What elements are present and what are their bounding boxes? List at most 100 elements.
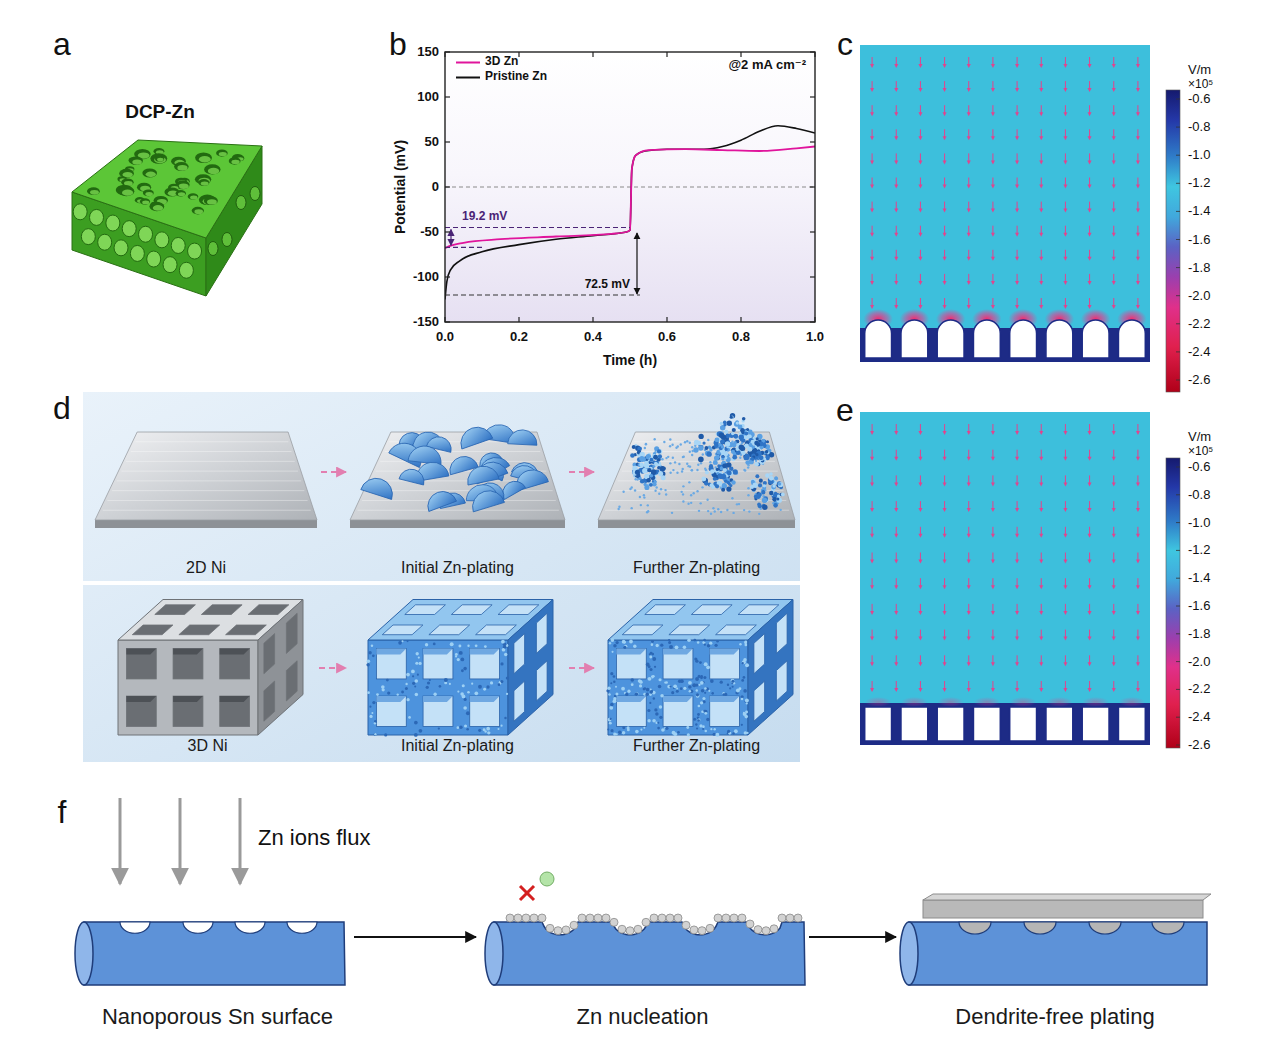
- field-arrow-head: [918, 482, 922, 486]
- field-arrow-head: [991, 585, 995, 589]
- zero-line: [445, 187, 815, 188]
- zinc-grain: [762, 498, 767, 503]
- zinc-grain: [610, 672, 613, 675]
- colorbar-unit: V/m: [1188, 430, 1211, 445]
- field-arrow: [1089, 105, 1090, 113]
- field-arrow-head: [870, 611, 874, 615]
- zinc-grain: [415, 662, 418, 665]
- colorbar-tick: -1.8: [1188, 260, 1210, 275]
- zinc-grain: [765, 450, 769, 454]
- zinc-grain: [647, 510, 649, 512]
- field-arrow: [1041, 630, 1042, 638]
- zinc-grain: [704, 692, 706, 694]
- colorbar-tick: [1176, 717, 1180, 718]
- zinc-grain: [655, 486, 657, 488]
- zinc-grain: [667, 685, 671, 689]
- zinc-grain: [758, 513, 760, 515]
- field-arrow-head: [1088, 160, 1092, 164]
- zinc-grain: [756, 437, 759, 440]
- zinc-grain: [610, 682, 612, 684]
- zinc-grain: [632, 445, 636, 449]
- field-arrow: [944, 424, 945, 432]
- plate-streak: [135, 441, 288, 442]
- zinc-grain: [723, 468, 727, 472]
- cube-window: [286, 613, 297, 653]
- panel-letter: e: [836, 392, 854, 429]
- zinc-grain: [486, 685, 489, 688]
- colorbar-unit: V/m: [1188, 63, 1211, 78]
- zinc-nucleus: [538, 914, 546, 922]
- zinc-grain: [755, 462, 759, 466]
- pore: [198, 179, 209, 186]
- zinc-grain: [741, 724, 743, 726]
- zinc-grain: [466, 728, 469, 731]
- zinc-grain: [696, 727, 698, 729]
- zinc-grain: [698, 719, 701, 722]
- field-arrow-head: [1112, 662, 1116, 666]
- panel-letter: c: [837, 26, 853, 63]
- colorbar-tick: [1176, 295, 1180, 296]
- field-arrow-head: [967, 482, 971, 486]
- field-arrow: [872, 681, 873, 689]
- field-arrow: [896, 527, 897, 535]
- pore: [129, 157, 143, 165]
- surface-pore: [183, 922, 213, 933]
- zinc-grain: [724, 430, 728, 434]
- field-arrow: [968, 250, 969, 258]
- zinc-grain: [736, 450, 741, 455]
- field-arrow: [1017, 129, 1018, 137]
- pore-side: [222, 233, 232, 247]
- field-arrow-head: [1088, 637, 1092, 641]
- colorbar-tick: -0.6: [1188, 460, 1210, 475]
- zinc-grain: [723, 423, 726, 426]
- tick-label: 0.8: [732, 330, 750, 345]
- field-arrow: [1065, 424, 1066, 432]
- field-arrow: [1089, 153, 1090, 161]
- stage-caption: Further Zn-plating: [598, 558, 795, 577]
- zinc-grain: [740, 428, 745, 433]
- field-arrow-head: [1088, 88, 1092, 92]
- zinc-grain: [650, 474, 654, 478]
- field-arrow-head: [1015, 305, 1019, 309]
- field-arrow-head: [918, 112, 922, 116]
- field-arrow-head: [870, 185, 874, 189]
- zinc-nucleus: [658, 914, 666, 922]
- field-arrow-head: [1136, 112, 1140, 116]
- zinc-flake: [408, 444, 443, 464]
- zinc-grain: [635, 692, 638, 695]
- pore-wall: [177, 165, 187, 171]
- zinc-grain: [774, 476, 777, 479]
- field-arrow-head: [1088, 112, 1092, 116]
- zinc-grain: [417, 674, 419, 676]
- zinc-grain: [769, 491, 773, 495]
- field-arrow: [992, 81, 993, 89]
- zinc-grain: [732, 732, 734, 734]
- cube-window: [536, 613, 547, 653]
- field-arrow: [920, 202, 921, 210]
- zinc-grain: [414, 721, 418, 725]
- zinc-grain: [726, 509, 728, 511]
- pore-front: [130, 245, 144, 261]
- field-arrow-head: [1112, 688, 1116, 692]
- field-arrow: [920, 553, 921, 561]
- field-arrow: [896, 57, 897, 65]
- zinc-nucleus: [586, 914, 594, 922]
- zinc-grain: [682, 468, 684, 470]
- zinc-grain: [486, 727, 490, 731]
- plate-edge: [350, 520, 565, 528]
- field-arrow: [1113, 57, 1114, 65]
- field-arrow-head: [1136, 534, 1140, 538]
- zinc-grain: [425, 643, 428, 646]
- zinc-grain: [640, 728, 642, 730]
- stage-caption: Further Zn-plating: [598, 736, 795, 755]
- electrode-pillar: [865, 320, 892, 358]
- pore: [142, 169, 157, 178]
- zinc-grain: [700, 675, 703, 678]
- surface-pore: [959, 922, 991, 934]
- field-arrow-head: [991, 64, 995, 68]
- zinc-nucleus: [682, 921, 690, 929]
- zinc-grain: [700, 701, 703, 704]
- field-arrow: [896, 578, 897, 586]
- cube-window-depth: [376, 649, 406, 655]
- zinc-grain: [640, 479, 645, 484]
